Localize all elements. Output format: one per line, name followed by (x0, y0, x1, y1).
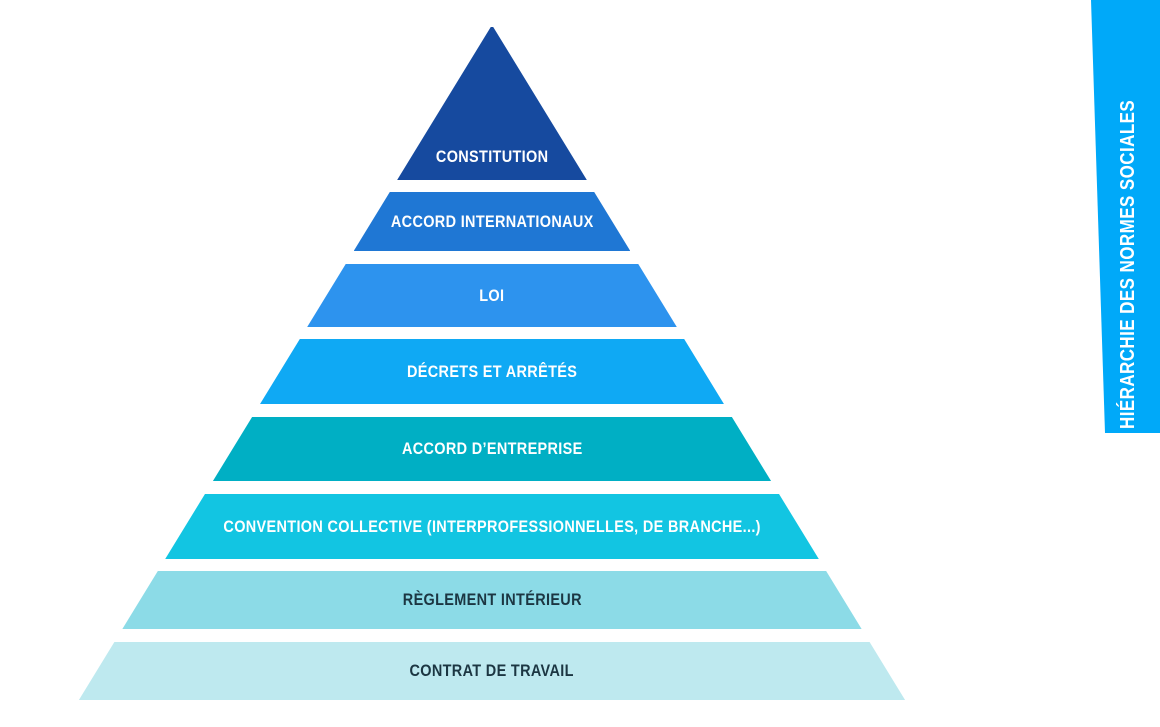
pyramid-level-label: CONSTITUTION (435, 147, 549, 166)
pyramid-level-6: CONVENTION COLLECTIVE (INTERPROFESSIONNE… (165, 494, 819, 559)
pyramid-level-1: CONSTITUTION (397, 27, 587, 180)
pyramid-level-2: ACCORD INTERNATIONAUX (353, 192, 631, 251)
side-banner: HIÉRARCHIE DES NORMES SOCIALES (1091, 0, 1160, 433)
pyramid-level-label: ACCORD INTERNATIONAUX (390, 211, 594, 231)
pyramid-level-label: RÈGLEMENT INTÉRIEUR (402, 590, 582, 609)
pyramid-level-label: LOI (479, 285, 505, 305)
pyramid-level-4: DÉCRETS ET ARRÊTÉS (260, 339, 724, 404)
pyramid-level-3: LOI (307, 264, 677, 327)
pyramid-level-7: RÈGLEMENT INTÉRIEUR (122, 571, 862, 629)
pyramid-level-label: CONTRAT DE TRAVAIL (409, 661, 575, 680)
pyramid-level-8: CONTRAT DE TRAVAIL (78, 642, 906, 700)
pyramid-level-label: CONVENTION COLLECTIVE (INTERPROFESSIONNE… (223, 516, 761, 536)
pyramid-level-5: ACCORD D’ENTREPRISE (212, 417, 772, 481)
pyramid-level-label: ACCORD D’ENTREPRISE (401, 439, 583, 458)
pyramid-level-label: DÉCRETS ET ARRÊTÉS (406, 361, 578, 381)
side-banner-title: HIÉRARCHIE DES NORMES SOCIALES (1117, 99, 1139, 429)
